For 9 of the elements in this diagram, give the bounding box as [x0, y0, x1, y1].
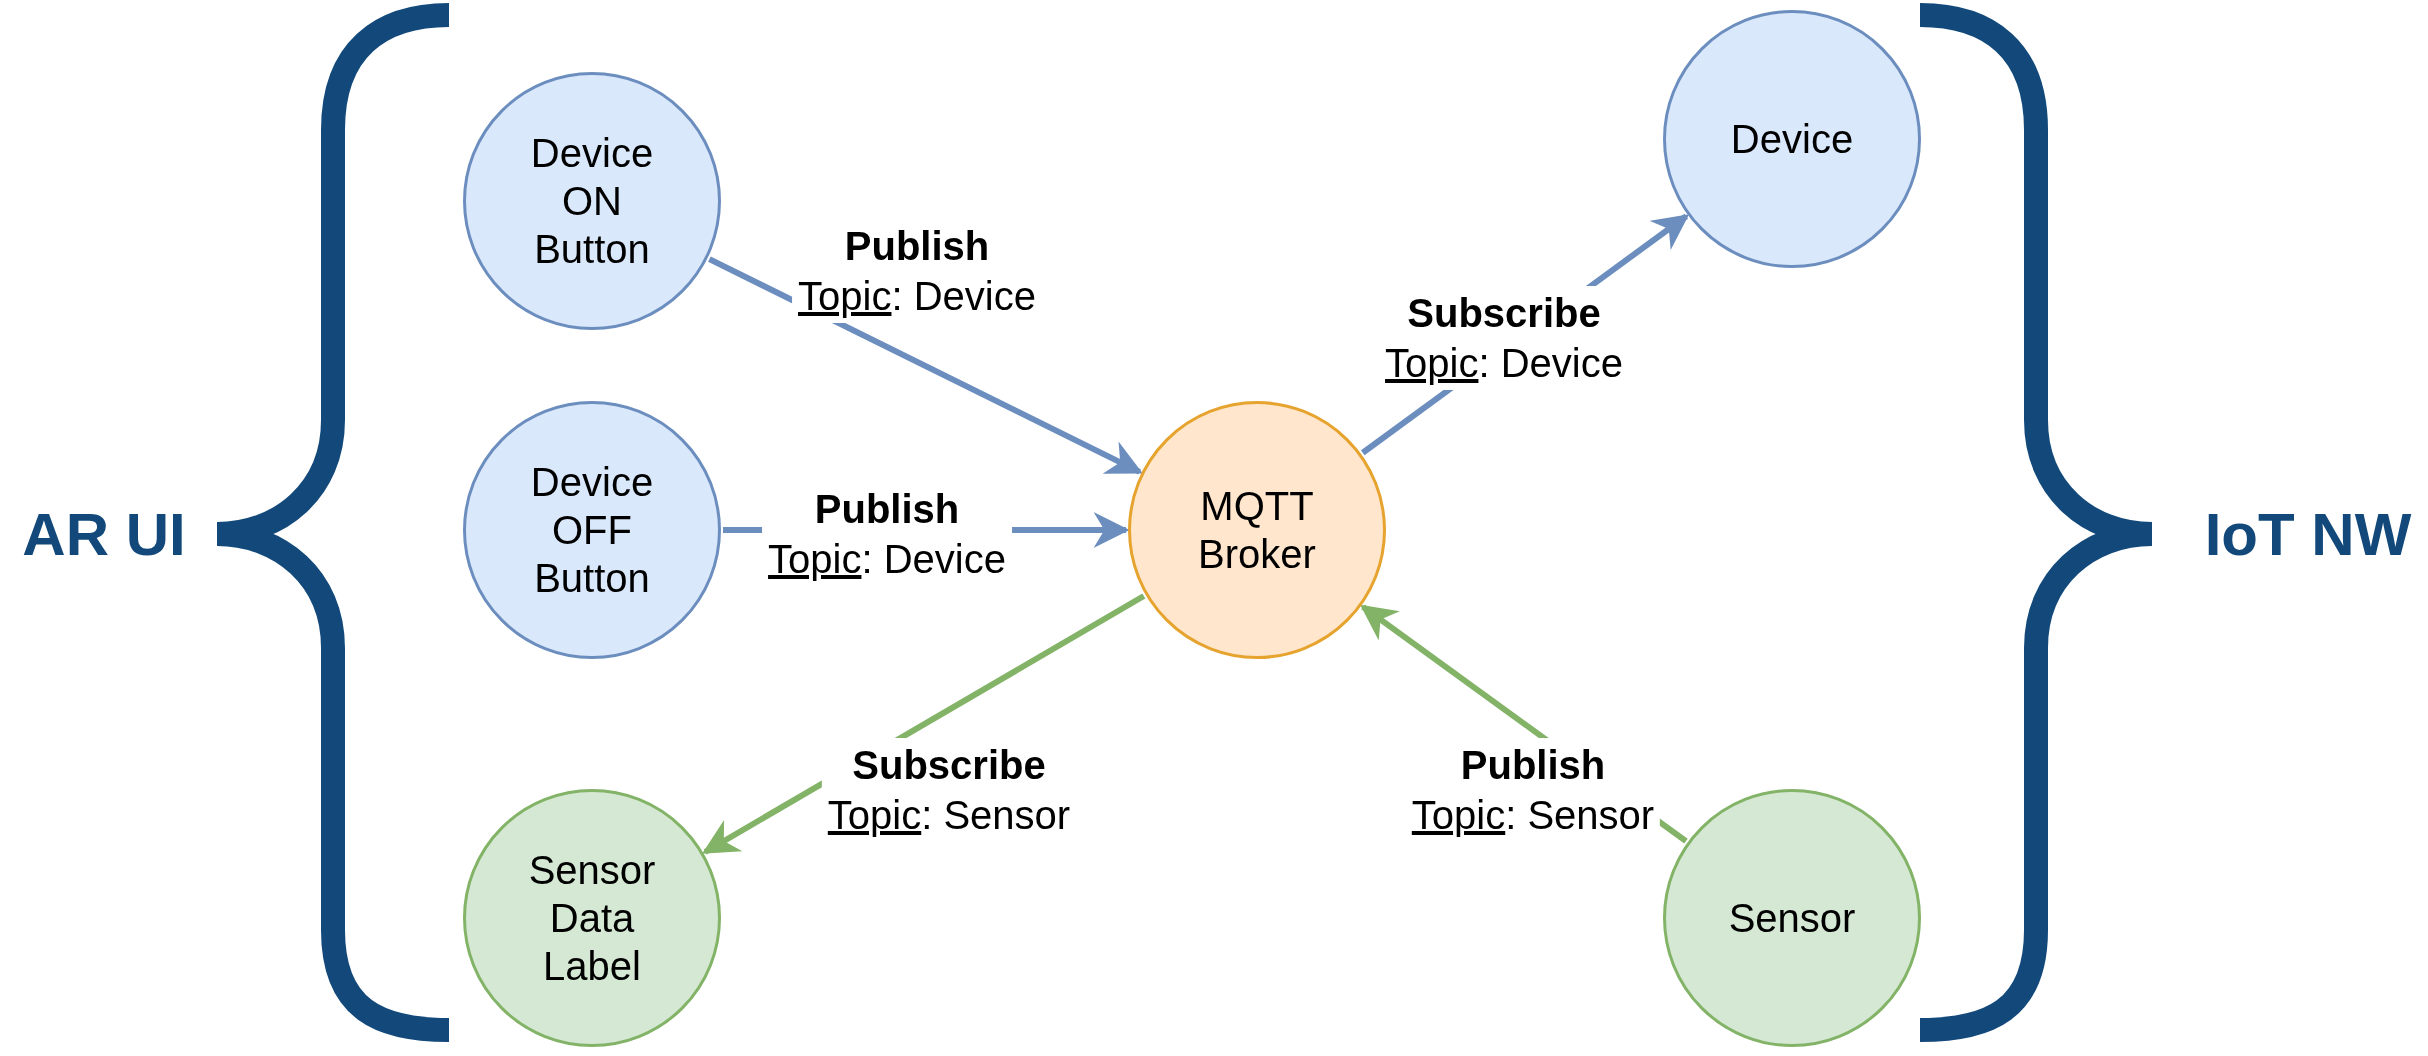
node-label: MQTT Broker	[1197, 483, 1317, 578]
node-label: Device ON Button	[529, 130, 655, 273]
node-label: Sensor	[1727, 895, 1857, 942]
side-label: IoT NW	[2204, 499, 2412, 569]
node-label: Device OFF Button	[529, 459, 655, 602]
arrow	[708, 256, 1143, 475]
node-label: Sensor Data Label	[527, 847, 657, 990]
side-label: AR UI	[22, 499, 186, 569]
node-label: Device	[1729, 116, 1855, 163]
